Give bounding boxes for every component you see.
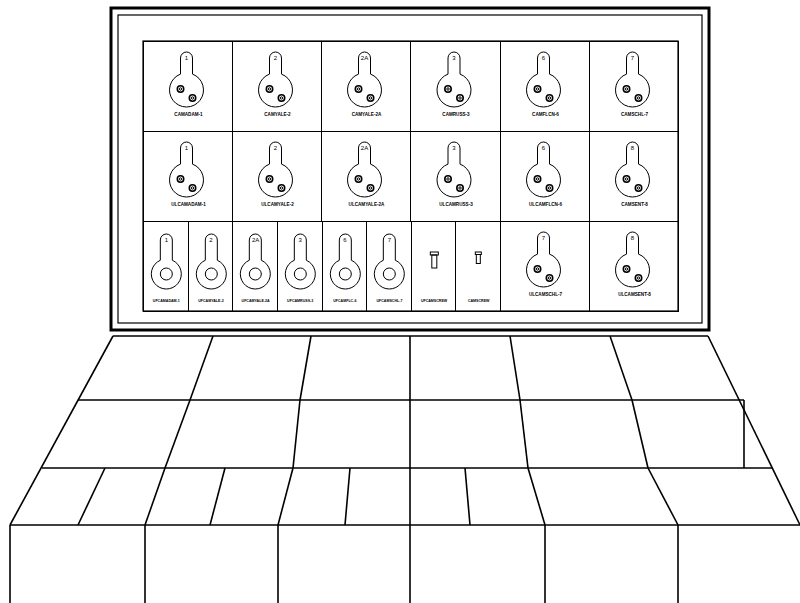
cam-drawing (278, 222, 323, 312)
part-compartment: 3CAMRUSS-3 (410, 41, 501, 132)
part-compartment: 1CAMADAM-1 (143, 41, 233, 132)
part-compartment: 1ULCAMADAM-1 (143, 131, 233, 222)
cam-number: 6 (542, 145, 545, 151)
cam-drawing (456, 222, 501, 312)
part-compartment: 6CAMFLCN-6 (500, 41, 590, 132)
part-compartment: 3UFCAMRUSS-3 (277, 221, 323, 312)
cam-drawing (412, 222, 457, 312)
part-compartment: UFCAMSCREW (411, 221, 457, 312)
part-compartment: 3ULCAMRUSS-3 (410, 131, 501, 222)
part-compartment: 7UFCAMSCHL-7 (366, 221, 412, 312)
part-number-label: UFCAMFLC-6 (333, 300, 356, 304)
part-number-label: CAMSCHL-7 (621, 113, 648, 118)
part-number-label: ULCAMYALE-2A (349, 203, 385, 208)
part-number-label: UFCAMSCREW (421, 300, 447, 304)
cam-drawing (144, 132, 233, 222)
cam-drawing (233, 132, 322, 222)
cam-drawing (323, 222, 368, 312)
part-number-label: CAMFLCN-6 (532, 113, 559, 118)
part-number-label: ULCAMYALE-2 (261, 203, 294, 208)
part-number-label: CAMSENT-8 (621, 203, 648, 208)
part-compartment: 2UFCAMYALE-2 (188, 221, 234, 312)
part-number-label: ULCAMSENT-8 (618, 293, 651, 298)
part-number-label: UFCAMRUSS-3 (287, 300, 313, 304)
part-compartment: 2A CAMYALE-2A (321, 41, 411, 132)
cam-drawing (590, 222, 679, 312)
cam-number: 1 (185, 145, 188, 151)
part-compartment: 8ULCAMSENT-8 (589, 221, 679, 312)
part-number-label: ULCAMRUSS-3 (439, 203, 472, 208)
cam-drawing (233, 222, 278, 312)
cam-number: 1 (165, 237, 168, 243)
cam-number: 3 (452, 55, 455, 61)
cam-drawing (590, 132, 679, 222)
cam-number: 1 (185, 55, 188, 61)
cam-drawing (233, 42, 322, 132)
cam-number: 7 (631, 55, 634, 61)
cam-drawing (189, 222, 234, 312)
part-number-label: CAMYALE-2A (352, 113, 382, 118)
part-number-label: ULCAMFLCN-6 (529, 203, 562, 208)
cam-drawing (144, 42, 233, 132)
part-number-label: ULCAMADAM-1 (171, 203, 205, 208)
part-number-label: UFCAMYALE-2 (198, 300, 223, 304)
cam-number: 6 (542, 55, 545, 61)
part-compartment: 7CAMSCHL-7 (589, 41, 679, 132)
cam-number: 7 (388, 237, 391, 243)
part-number-label: ULCAMSCHL-7 (529, 293, 562, 298)
part-compartment: 8CAMSENT-8 (589, 131, 679, 222)
part-compartment: 6UFCAMFLC-6 (322, 221, 368, 312)
cam-number: 3 (452, 145, 455, 151)
cam-number: 2 (209, 237, 212, 243)
part-compartment: 2CAMYALE-2 (232, 41, 322, 132)
part-compartment: 2A UFCAMYALE-2A (232, 221, 278, 312)
cam-number: 7 (542, 235, 545, 241)
part-number-label: CAMRUSS-3 (442, 113, 469, 118)
part-number-label: CAMSCREW (468, 300, 490, 304)
part-compartment: 1UFCAMADAM-1 (143, 221, 189, 312)
cam-drawing (501, 132, 590, 222)
cam-number: 2 (274, 55, 277, 61)
part-compartment: 6ULCAMFLCN-6 (500, 131, 590, 222)
part-number-label: UFCAMADAM-1 (153, 300, 180, 304)
part-compartment: 2A ULCAMYALE-2A (321, 131, 411, 222)
part-compartment: 7ULCAMSCHL-7 (500, 221, 590, 312)
cam-drawing (501, 42, 590, 132)
cam-drawing (411, 132, 501, 222)
cam-drawing (501, 222, 590, 312)
cam-number: 2A (361, 145, 368, 151)
cam-drawing (590, 42, 679, 132)
cam-drawing (367, 222, 412, 312)
part-number-label: CAMADAM-1 (174, 113, 202, 118)
cam-number: 2 (274, 145, 277, 151)
part-number-label: UFCAMSCHL-7 (376, 300, 402, 304)
cam-number: 3 (299, 237, 302, 243)
cam-drawing (411, 42, 501, 132)
cam-number: 8 (631, 235, 634, 241)
cam-number: 2A (252, 237, 259, 243)
part-compartment: CAMSCREW (455, 221, 501, 312)
cam-number: 6 (343, 237, 346, 243)
cam-number: 8 (631, 145, 634, 151)
part-number-label: CAMYALE-2 (264, 113, 290, 118)
part-compartment: 2ULCAMYALE-2 (232, 131, 322, 222)
part-number-label: UFCAMYALE-2A (242, 300, 270, 304)
cam-number: 2A (361, 55, 368, 61)
cam-drawing (144, 222, 189, 312)
